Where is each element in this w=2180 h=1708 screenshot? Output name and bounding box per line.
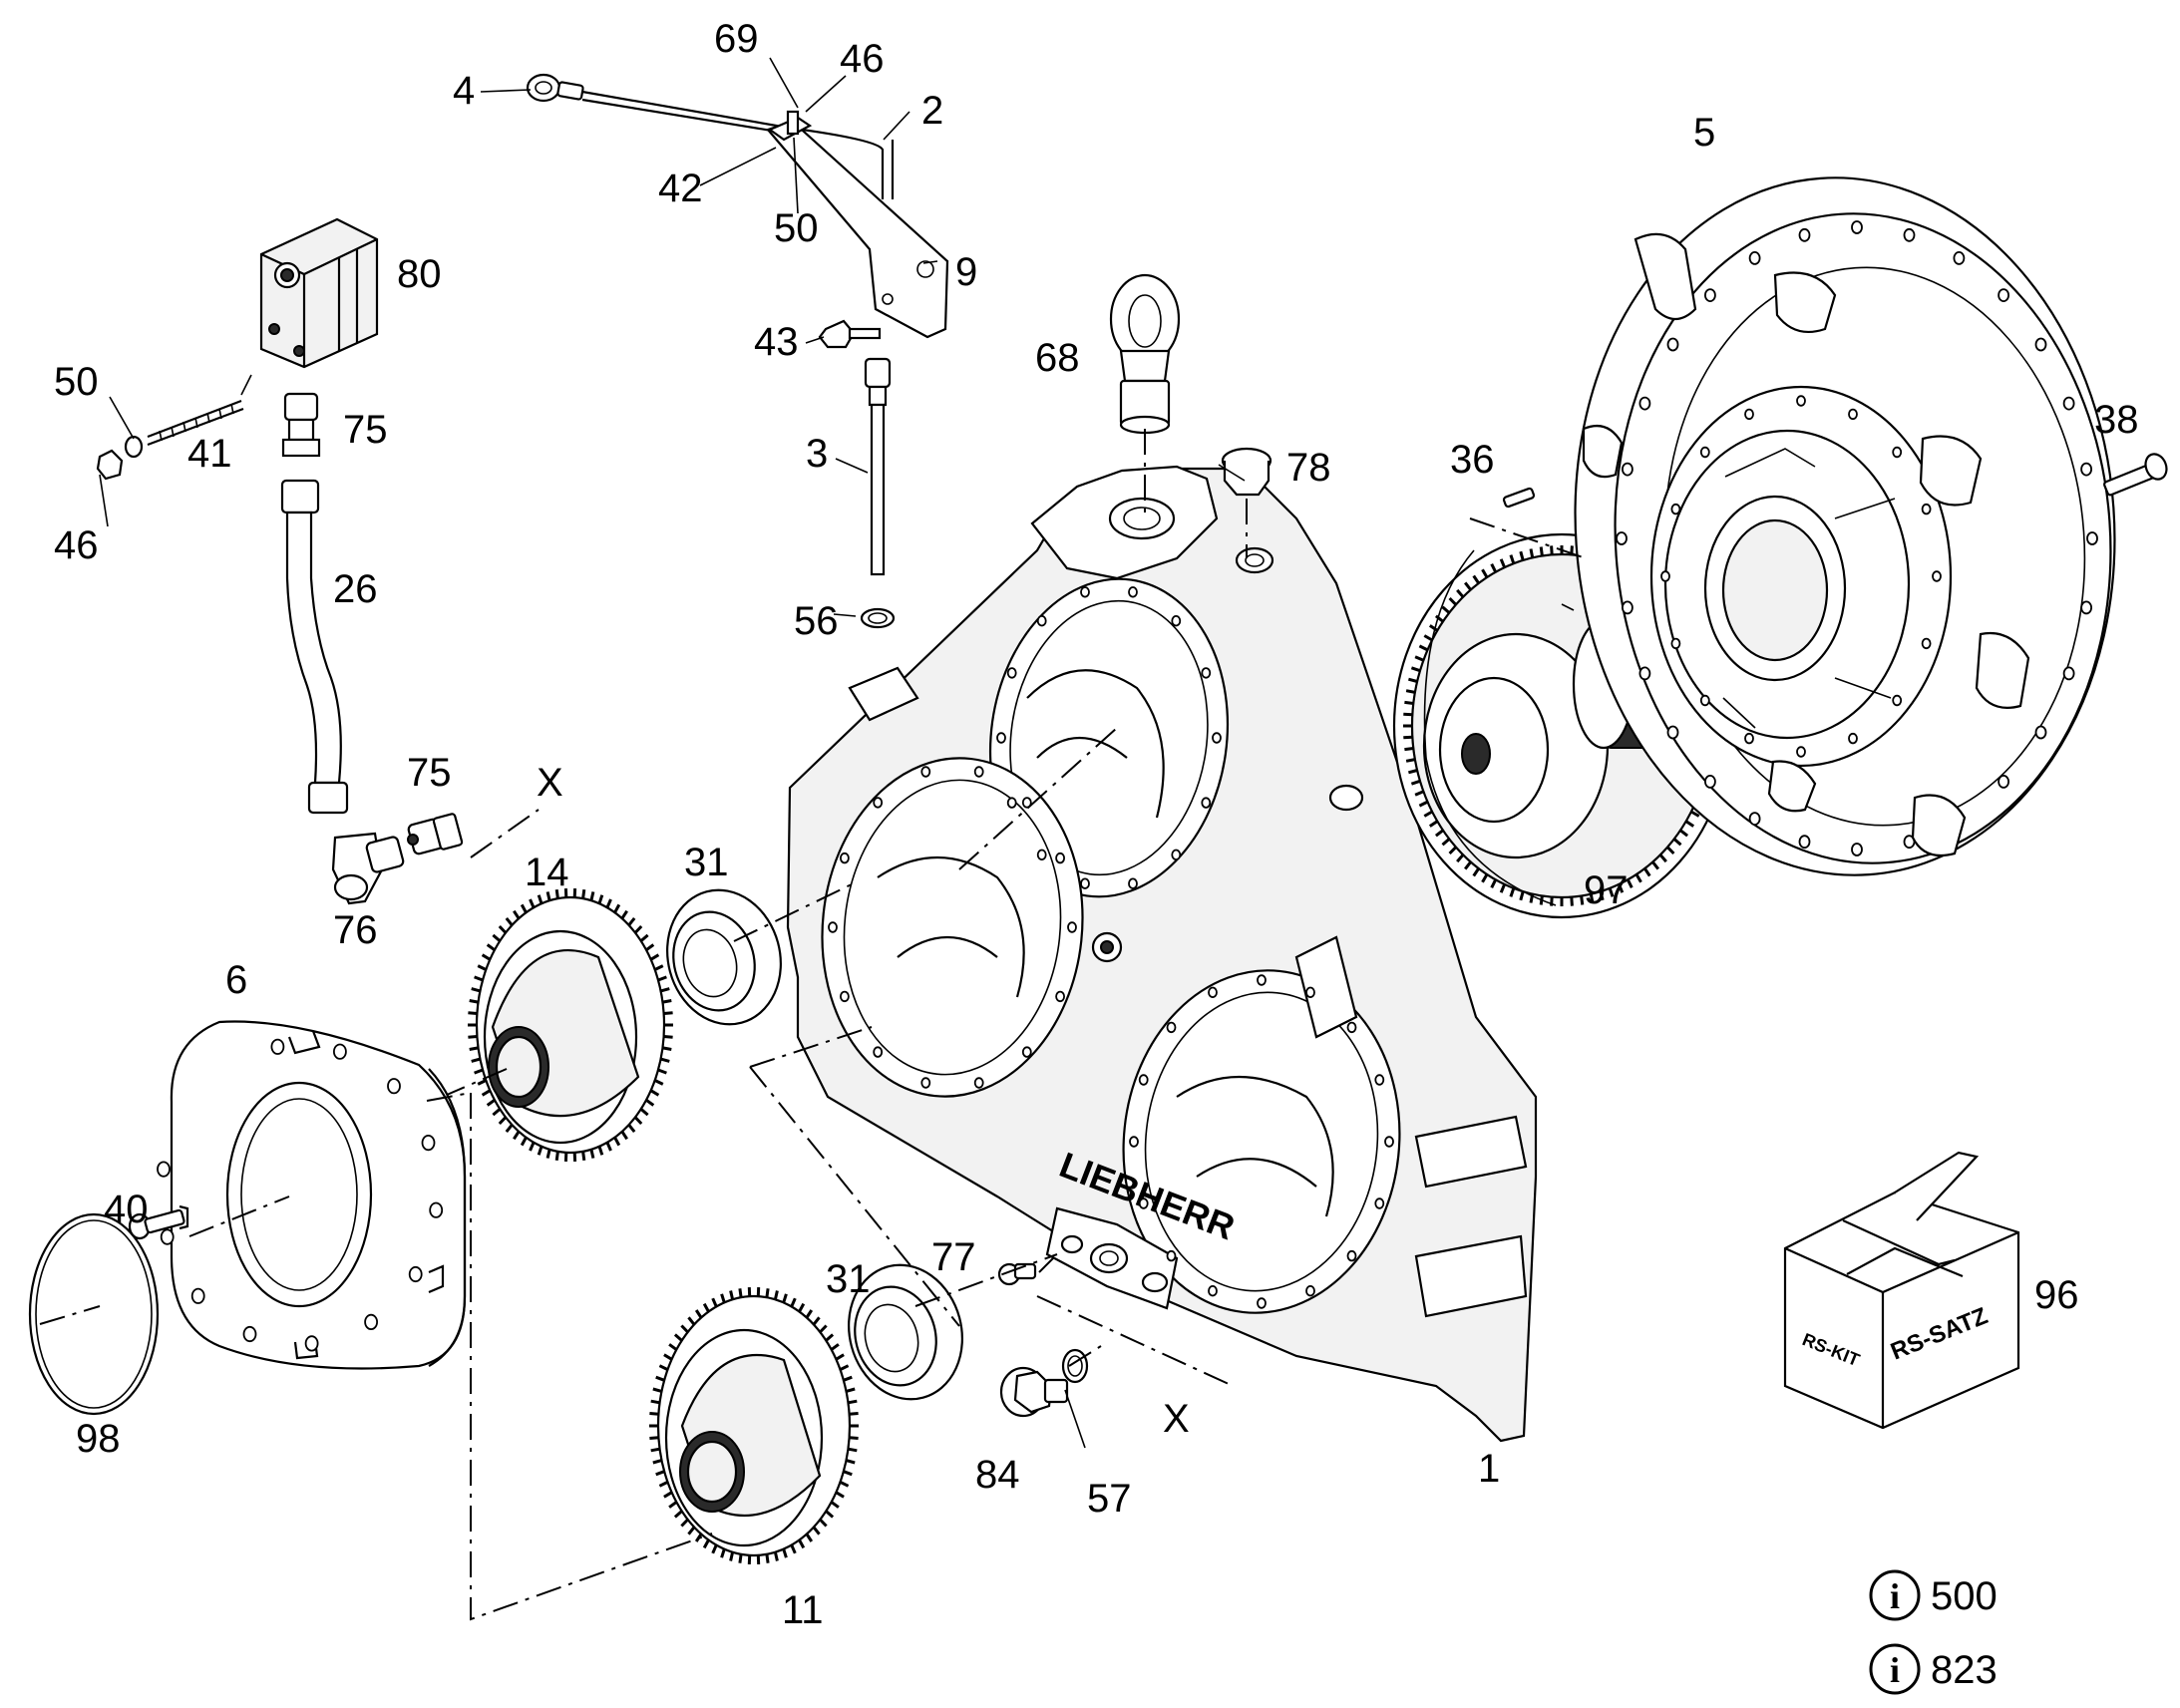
part-labels: 1 2 3 4 5 6 9 11 14 26 31 31 36 38 40 41… <box>54 17 2139 1632</box>
part-label-26: 26 <box>333 567 378 611</box>
connection-marker-x-lower: X <box>1163 1397 1190 1441</box>
part-label-75-upper: 75 <box>343 408 388 452</box>
dipstick-handle-ring <box>526 73 584 103</box>
part-label-41: 41 <box>187 432 232 476</box>
part-label-9: 9 <box>955 250 977 294</box>
cover-plate-holes <box>157 1038 444 1352</box>
part-label-96: 96 <box>2034 1273 2079 1317</box>
pipe-26 <box>280 479 349 815</box>
info-reference-823: i 823 <box>1869 1643 1998 1695</box>
part-label-4: 4 <box>453 69 475 113</box>
bracket-clamp <box>767 110 813 142</box>
bearing-31-upper <box>666 888 782 1026</box>
stud-41 <box>147 399 244 447</box>
part-label-43: 43 <box>754 320 799 364</box>
repair-kit-box-96: RS-KIT RS-SATZ <box>1783 1151 2020 1430</box>
part-label-97: 97 <box>1584 868 1629 912</box>
part-label-3: 3 <box>806 432 828 476</box>
drain-plug-84 <box>999 1366 1069 1418</box>
connection-marker-x-upper: X <box>537 761 563 805</box>
gear-14 <box>468 888 673 1162</box>
bolt-43 <box>818 319 882 349</box>
dipstick-assembly <box>526 73 949 629</box>
part-label-98: 98 <box>76 1417 121 1461</box>
part-label-36: 36 <box>1450 438 1495 482</box>
o-ring-56 <box>860 607 896 629</box>
part-label-42: 42 <box>658 167 703 210</box>
part-label-68: 68 <box>1035 336 1080 380</box>
dipstick-rod-3 <box>864 357 892 576</box>
info-ref-500-text: 500 <box>1931 1574 1998 1618</box>
gear-11 <box>649 1287 859 1564</box>
part-label-75-lower: 75 <box>407 751 452 795</box>
part-label-46-top: 46 <box>840 37 885 81</box>
part-label-50-left: 50 <box>54 360 99 404</box>
part-label-11: 11 <box>782 1588 824 1632</box>
info-reference-500: i 500 <box>1869 1569 1998 1621</box>
gearbox-housing-1: LIEBHERR <box>786 465 1538 1443</box>
info-circle-icon <box>1869 1569 1921 1621</box>
part-label-76: 76 <box>333 908 378 952</box>
info-ref-823-text: 823 <box>1931 1648 1998 1692</box>
washer-50 <box>124 435 144 459</box>
part-label-50-top: 50 <box>774 206 819 250</box>
part-label-40: 40 <box>104 1188 149 1231</box>
seal-ring-57 <box>1061 1348 1089 1384</box>
part-label-57: 57 <box>1087 1477 1132 1521</box>
mounting-bracket-9 <box>766 120 949 339</box>
nut-46 <box>96 449 124 481</box>
part-label-84: 84 <box>975 1453 1020 1497</box>
o-ring-98 <box>28 1212 160 1416</box>
part-label-56: 56 <box>794 599 839 643</box>
part-label-2: 2 <box>921 89 943 133</box>
fitting-75-upper <box>281 392 321 458</box>
svg-text:i: i <box>1890 1576 1900 1616</box>
part-label-69: 69 <box>714 17 759 61</box>
part-label-1: 1 <box>1478 1447 1500 1491</box>
cover-flange-5 <box>1574 176 2116 876</box>
part-label-31-upper: 31 <box>684 841 729 884</box>
fitting-75-lower <box>407 813 464 855</box>
elbow-fitting-76 <box>331 832 405 905</box>
valve-block-80 <box>259 217 379 369</box>
svg-text:i: i <box>1890 1650 1900 1690</box>
grub-screw-36 <box>1502 487 1536 509</box>
part-label-46-left: 46 <box>54 523 99 567</box>
bolt-40 <box>128 1208 185 1240</box>
part-label-38: 38 <box>2094 398 2139 442</box>
bolt-38 <box>2103 453 2168 497</box>
part-label-78: 78 <box>1286 446 1331 490</box>
cover-plate-6 <box>170 1020 467 1370</box>
eye-bolt-68 <box>1109 273 1181 435</box>
leader-lines <box>39 57 1587 1621</box>
part-label-80: 80 <box>397 252 442 296</box>
info-circle-icon <box>1869 1643 1921 1695</box>
plug-78 <box>1221 447 1272 497</box>
part-label-14: 14 <box>525 851 569 894</box>
cover-flange-bolt-holes <box>1616 220 2098 856</box>
part-label-6: 6 <box>225 958 247 1002</box>
part-label-31-lower: 31 <box>826 1257 871 1301</box>
housing-bolt-holes <box>828 586 1394 1309</box>
part-label-77: 77 <box>931 1235 976 1279</box>
part-label-5: 5 <box>1693 111 1715 155</box>
cover-flange-windows <box>1582 232 2030 857</box>
